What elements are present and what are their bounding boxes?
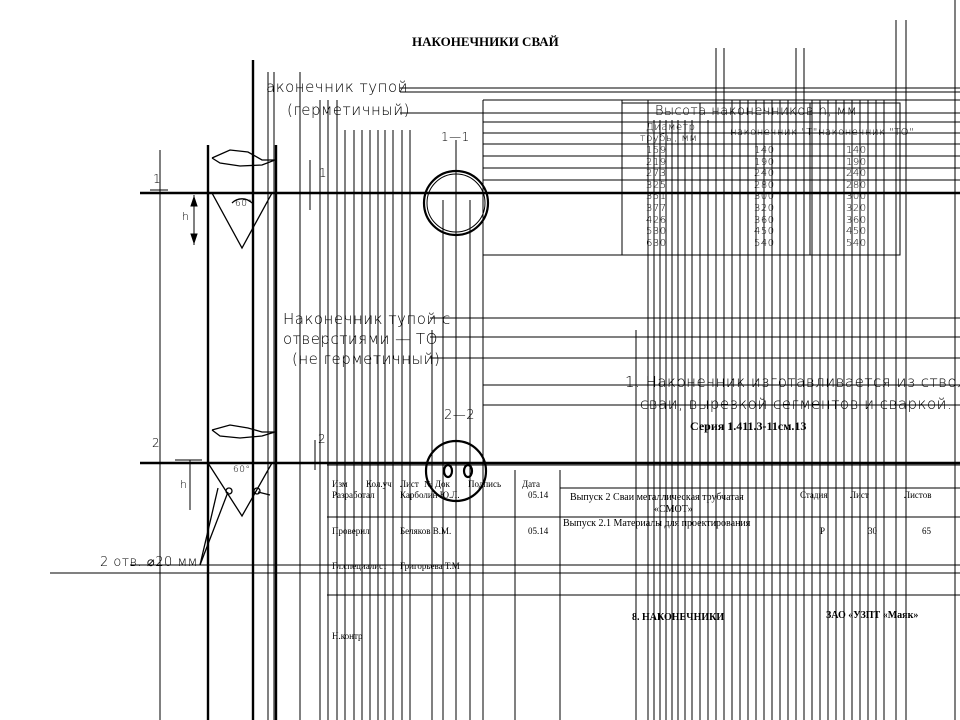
table-cell-diameter: 426 (646, 214, 667, 226)
stage-header: Стадия (800, 490, 828, 500)
table-cell-height-t: 450 (754, 226, 775, 238)
issue-line1: Выпуск 2 Сваи металлическая трубчатая (570, 492, 744, 503)
table-cell-height-t: 360 (754, 214, 775, 226)
height-dim-1: h (182, 210, 190, 223)
table-cell-height-t: 140 (754, 145, 775, 156)
sheets-value: 65 (922, 526, 931, 536)
tip-2-label-line2: отверстиями — ТО (283, 330, 438, 348)
sheets-header: Листов (904, 490, 932, 500)
table-cell-height-to: 450 (846, 226, 867, 238)
checked-role: Проверил (332, 526, 370, 536)
tip-1-drawing (210, 149, 276, 250)
section-mark-2-left: 2 (152, 436, 161, 450)
table-cell-diameter: 325 (646, 179, 667, 191)
dimension-lines (150, 150, 316, 720)
section-cut-1-label: 1—1 (441, 130, 470, 144)
chief-role: Гл.специалист (332, 561, 388, 571)
stamp-header-izm: Изм (332, 479, 348, 489)
height-dim-2: h (180, 478, 188, 491)
horizontal-leader-lines (50, 87, 960, 574)
main-thick-lines (140, 60, 960, 720)
checked-date: 05.14 (528, 526, 549, 536)
issue-line1b: «СМОТ» (654, 504, 693, 515)
angle-label-1: 60° (235, 199, 253, 209)
stamp-header-doc: № Док (424, 479, 450, 489)
issue-line2: Выпуск 2.1 Материалы для проектирования (563, 518, 751, 529)
tip-2-label-line1: Наконечник тупой с (283, 310, 451, 328)
section-mark-2-right: 2 (318, 432, 327, 446)
title-block-frame (327, 464, 960, 596)
table-cell-height-to: 320 (846, 203, 867, 214)
tip-2-drawing (199, 424, 276, 566)
series-code: Серия 1.411.3-11см.13 (690, 419, 807, 433)
stamp-header-koluch: Кол.уч (366, 479, 392, 489)
table-cell-diameter: 530 (646, 226, 667, 238)
table-cell-height-to: 360 (846, 214, 867, 226)
table-cell-diameter: 630 (646, 237, 667, 249)
height-table-col-diameter-1: Диаметр (646, 122, 696, 133)
stamp-header-signature: Подпись (468, 479, 502, 489)
tip-2-label-line3: (не герметичный) (292, 350, 441, 368)
table-cell-height-t: 300 (754, 191, 775, 203)
height-table-title: Высота наконечников h, мм (655, 104, 858, 119)
table-cell-height-t: 190 (754, 156, 775, 168)
page-title: НАКОНЕЧНИКИ СВАЙ (412, 34, 559, 49)
table-cell-diameter: 351 (646, 191, 667, 203)
stage-value: Р (820, 526, 826, 536)
developed-date: 05.14 (528, 490, 549, 500)
note-line2: сваи, вырезкой сегментов и сваркой. (640, 395, 953, 413)
checked-name: Беляков В.М. (400, 526, 452, 536)
height-table-frame (621, 102, 901, 256)
table-cell-height-to: 240 (846, 168, 867, 180)
section-circles (422, 169, 490, 503)
height-table-col-tip-t: наконечник "Т" (730, 127, 818, 138)
table-cell-height-to: 280 (846, 179, 867, 191)
table-cell-height-to: 540 (846, 237, 867, 249)
table-cell-diameter: 273 (646, 168, 667, 180)
height-table-col-tip-to: наконечник "ТО" (818, 127, 915, 138)
section-mark-1-left: 1 (153, 172, 162, 186)
stamp-header-list: Лист (400, 479, 419, 489)
angle-label-2: 60° (233, 465, 251, 475)
company-name: ЗАО «УЗПТ «Маяк» (826, 610, 919, 621)
tip-1-label-line1: аконечник тупой (266, 78, 409, 96)
table-cell-height-t: 320 (754, 203, 775, 214)
tip-1-label-line2: (герметичный) (287, 101, 411, 119)
table-cell-height-t: 280 (754, 179, 775, 191)
developed-name: Карболин Ю.Л. (400, 490, 460, 500)
sheet-value: 30 (868, 526, 877, 536)
table-cell-diameter: 377 (646, 203, 667, 214)
note-line1: 1. Наконечник изготавливается из ствола (625, 373, 960, 391)
developed-role: Разработал (332, 490, 375, 500)
table-cell-diameter: 219 (646, 156, 667, 168)
table-cell-height-to: 140 (846, 145, 867, 156)
sheet-header: Лист (850, 490, 869, 500)
height-table-col-diameter-2: трубы, мм (640, 133, 698, 144)
chief-name: Григорьева Т.М (400, 561, 460, 571)
table-cell-height-t: 540 (754, 237, 775, 249)
section-mark-1-right: 1 (319, 166, 328, 180)
section-cut-2-label: 2—2 (444, 408, 476, 423)
holes-label: 2 отв. ⌀20 мм (100, 555, 198, 570)
stamp-header-date: Дата (522, 479, 540, 489)
norm-control-role: Н.контр (332, 631, 363, 641)
table-cell-height-to: 190 (846, 156, 867, 168)
document-name: 8. НАКОНЕЧНИКИ (632, 612, 725, 623)
table-cell-height-to: 300 (846, 191, 867, 203)
table-cell-height-t: 240 (754, 168, 775, 180)
table-cell-diameter: 159 (646, 145, 667, 156)
